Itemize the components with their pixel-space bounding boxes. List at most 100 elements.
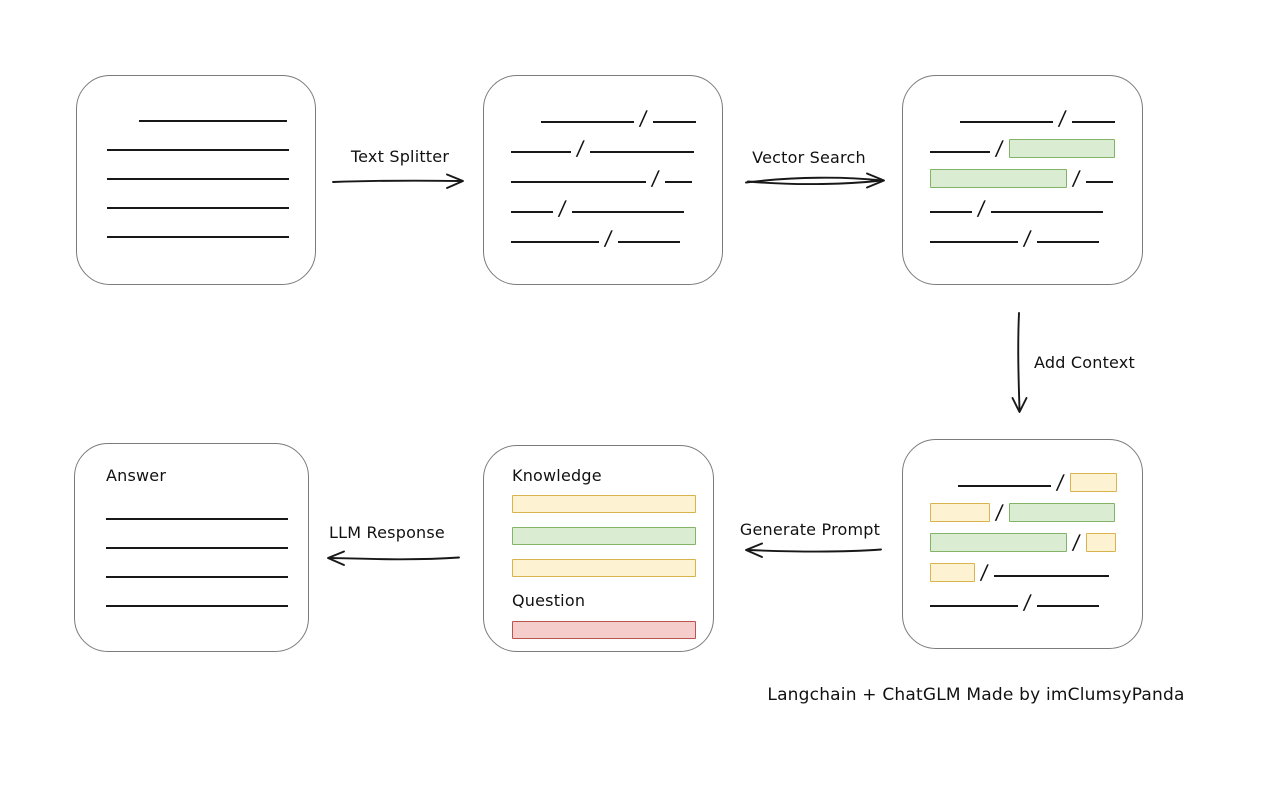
split-chunks-rows: / / / / /	[511, 99, 704, 250]
text-splitter-arrow	[332, 173, 464, 189]
text-line	[106, 576, 288, 578]
text-line	[990, 211, 1103, 213]
caption: Langchain + ChatGLM Made by imClumsyPand…	[767, 685, 1185, 705]
answer-box: Answer	[74, 443, 309, 652]
chunk-highlight-green	[930, 533, 1067, 552]
text-line	[958, 485, 1051, 487]
chunk-row: /	[930, 463, 1124, 494]
text-splitter-label: Text Splitter	[350, 147, 450, 166]
text-line	[1071, 121, 1115, 123]
text-line	[106, 518, 288, 520]
slash-separator: /	[603, 226, 614, 250]
text-line	[107, 236, 289, 238]
knowledge-bar-yellow	[512, 559, 696, 577]
llm-response-arrow	[327, 550, 460, 566]
text-line	[511, 151, 571, 153]
text-line	[960, 121, 1053, 123]
source-document-lines	[107, 120, 289, 265]
slash-separator: /	[976, 196, 987, 220]
chunk-highlight-green	[930, 169, 1067, 188]
prompt-box: Knowledge Question	[483, 445, 714, 652]
text-line	[930, 211, 972, 213]
text-line	[930, 241, 1018, 243]
text-line	[1085, 181, 1113, 183]
chunk-highlight-green	[1008, 139, 1115, 158]
searched-chunks-rows: / / / / /	[930, 99, 1124, 250]
add-context-arrow	[1011, 312, 1028, 413]
slash-separator: /	[1071, 530, 1082, 554]
text-line	[107, 149, 289, 151]
text-line	[589, 151, 694, 153]
chunk-row: /	[930, 583, 1124, 614]
text-line	[511, 241, 599, 243]
slash-separator: /	[575, 136, 586, 160]
chunk-highlight-green	[1008, 503, 1115, 522]
chunk-row: /	[930, 219, 1124, 250]
slash-separator: /	[994, 136, 1005, 160]
knowledge-bars	[512, 495, 696, 577]
text-line	[1036, 605, 1099, 607]
vector-search-arrow	[745, 172, 885, 189]
chunk-highlight-yellow	[1085, 533, 1116, 552]
text-line	[106, 605, 288, 607]
text-line	[139, 120, 287, 122]
chunk-row: /	[930, 523, 1124, 554]
generate-prompt-arrow	[745, 542, 882, 558]
question-bars	[512, 621, 696, 639]
slash-separator: /	[557, 196, 568, 220]
text-line	[930, 605, 1018, 607]
slash-separator: /	[1022, 226, 1033, 250]
chunk-highlight-yellow	[930, 503, 990, 522]
chunk-row: /	[930, 99, 1124, 130]
searched-chunks-box: / / / / /	[902, 75, 1143, 285]
slash-separator: /	[1055, 470, 1066, 494]
chunk-row: /	[930, 189, 1124, 220]
knowledge-bar-yellow	[512, 495, 696, 513]
knowledge-title: Knowledge	[512, 466, 602, 485]
prompt-box-content: Knowledge Question	[512, 466, 696, 639]
text-line	[541, 121, 634, 123]
slash-separator: /	[979, 560, 990, 584]
text-line	[511, 181, 646, 183]
context-chunks-box: / / / / /	[902, 439, 1143, 649]
slash-separator: /	[638, 106, 649, 130]
text-line	[617, 241, 680, 243]
answer-lines	[106, 518, 288, 607]
source-document-box	[76, 75, 316, 285]
chunk-highlight-yellow	[1069, 473, 1117, 492]
answer-title: Answer	[106, 466, 167, 485]
generate-prompt-label: Generate Prompt	[739, 520, 881, 539]
slash-separator: /	[1022, 590, 1033, 614]
text-line	[511, 211, 553, 213]
text-line	[571, 211, 684, 213]
text-line	[1036, 241, 1099, 243]
text-line	[107, 207, 289, 209]
chunk-row: /	[930, 129, 1124, 160]
chunk-row: /	[511, 159, 704, 190]
slash-separator: /	[1057, 106, 1068, 130]
chunk-row: /	[511, 129, 704, 160]
text-line	[652, 121, 696, 123]
slash-separator: /	[994, 500, 1005, 524]
text-line	[930, 151, 990, 153]
text-line	[106, 547, 288, 549]
slash-separator: /	[650, 166, 661, 190]
answer-box-content: Answer	[106, 466, 288, 634]
chunk-row: /	[930, 493, 1124, 524]
slash-separator: /	[1071, 166, 1082, 190]
context-chunks-rows: / / / / /	[930, 463, 1124, 614]
vector-search-label: Vector Search	[752, 148, 866, 167]
split-chunks-box: / / / / /	[483, 75, 723, 285]
chunk-row: /	[511, 189, 704, 220]
chunk-row: /	[930, 553, 1124, 584]
text-line	[993, 575, 1109, 577]
text-line	[664, 181, 692, 183]
knowledge-bar-green	[512, 527, 696, 545]
question-bar-red	[512, 621, 696, 639]
llm-response-label: LLM Response	[329, 523, 445, 542]
chunk-highlight-yellow	[930, 563, 975, 582]
chunk-row: /	[930, 159, 1124, 190]
add-context-label: Add Context	[1034, 353, 1135, 372]
chunk-row: /	[511, 219, 704, 250]
